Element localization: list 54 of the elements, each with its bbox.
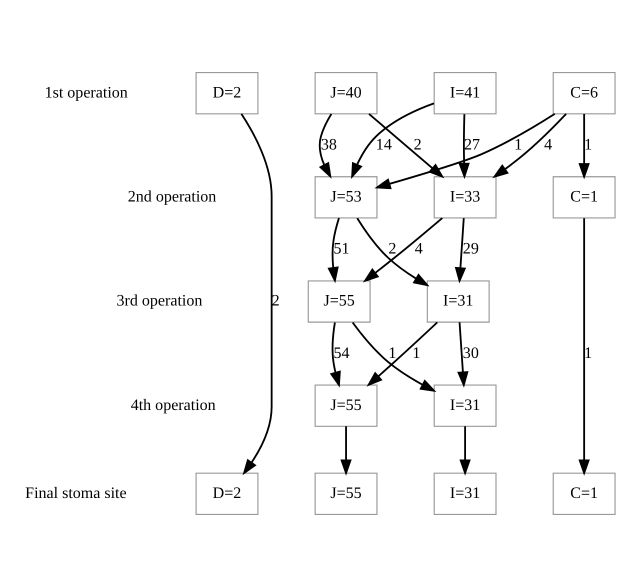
arrow xyxy=(458,114,470,179)
arrow xyxy=(374,112,556,189)
edge-label: 2 xyxy=(272,292,280,310)
edge-label: 1 xyxy=(412,344,420,362)
edge-label: 54 xyxy=(333,344,350,362)
node-box: C=1 xyxy=(552,472,616,514)
label: Final stoma site xyxy=(25,484,127,502)
arrow xyxy=(318,113,332,178)
label: 2nd operation xyxy=(128,188,216,206)
node-box: I=31 xyxy=(426,280,490,322)
node-box: I=41 xyxy=(434,72,497,114)
label: 1st operation xyxy=(44,84,128,101)
arrow xyxy=(240,112,273,475)
edge-label: 38 xyxy=(320,136,337,153)
arrow xyxy=(366,321,438,386)
node-box: C=6 xyxy=(552,72,616,114)
node-box: D=2 xyxy=(196,472,258,514)
node-box: J=55 xyxy=(314,472,378,514)
arrow xyxy=(356,217,430,286)
arrow xyxy=(327,217,340,283)
arrow xyxy=(459,426,471,476)
node-box: I=31 xyxy=(434,472,497,514)
arrow xyxy=(340,426,352,476)
edge-label: 1 xyxy=(514,136,522,153)
arrow xyxy=(352,321,436,392)
edge-label: 4 xyxy=(414,240,423,258)
edge-label: 2 xyxy=(414,136,422,153)
arrow xyxy=(362,216,443,282)
label: 4th operation xyxy=(130,396,216,414)
node-box: J=55 xyxy=(314,384,378,426)
edge-label: 4 xyxy=(544,136,552,153)
node-box: J=55 xyxy=(308,280,371,322)
arrow xyxy=(351,102,434,179)
label: 3rd operation xyxy=(116,292,202,310)
edge-label: 29 xyxy=(462,240,479,258)
node-box: C=1 xyxy=(552,176,616,218)
node-box: J=53 xyxy=(314,176,378,218)
arrow xyxy=(578,113,590,179)
edge-label: 51 xyxy=(333,240,350,258)
node-box: D=2 xyxy=(196,72,258,114)
edge-label: 2 xyxy=(388,240,396,258)
edge-label: 14 xyxy=(376,136,392,153)
arrow xyxy=(454,218,466,284)
arrow xyxy=(578,218,590,476)
edge-label: 1 xyxy=(584,136,592,153)
edge-label: 1 xyxy=(388,344,396,362)
arrow xyxy=(330,322,341,388)
edge-label: 30 xyxy=(462,344,479,362)
edge-label: 1 xyxy=(584,344,592,362)
node-box: I=33 xyxy=(434,176,497,218)
arrow xyxy=(457,322,469,388)
node-box: I=31 xyxy=(434,384,497,426)
node-box: J=40 xyxy=(314,72,378,114)
arrow xyxy=(492,112,567,178)
